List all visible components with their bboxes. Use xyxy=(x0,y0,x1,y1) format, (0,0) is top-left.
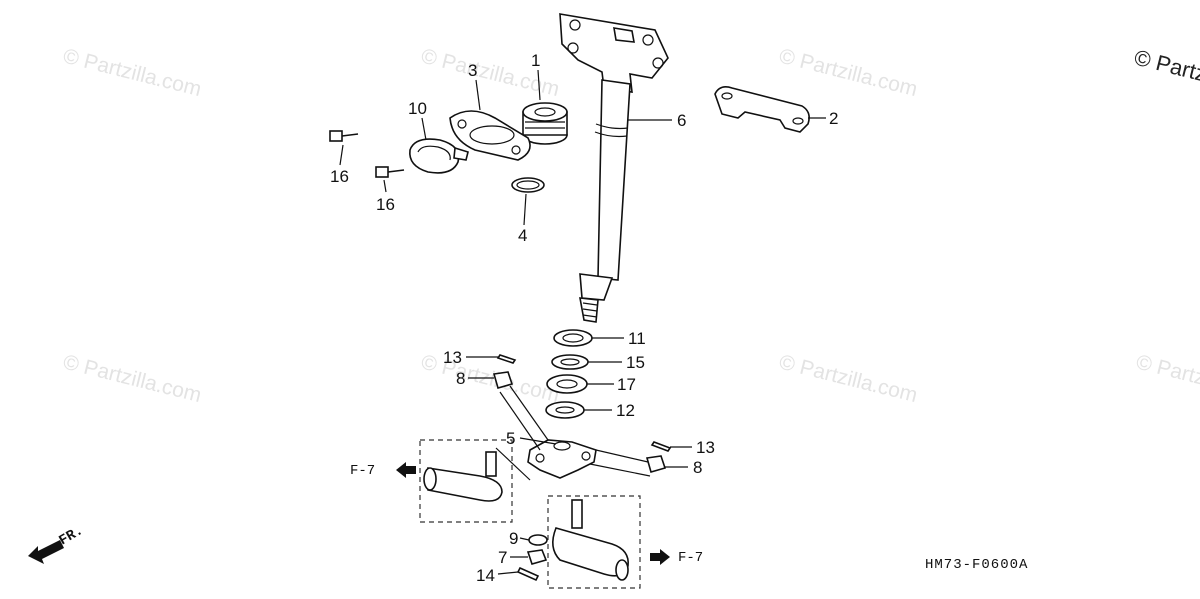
washer-9 xyxy=(528,534,548,546)
ref-label-right: F-7 xyxy=(678,550,703,566)
tie-rod-end-right-box xyxy=(547,495,641,589)
callout-8-right: 8 xyxy=(693,458,702,477)
cotter-pin-14 xyxy=(516,566,540,582)
nut-7 xyxy=(526,549,548,565)
bearing-11 xyxy=(553,329,593,347)
callout-11: 11 xyxy=(628,329,646,348)
callout-10: 10 xyxy=(408,99,427,118)
flange-bolt-1 xyxy=(329,130,359,142)
callout-2: 2 xyxy=(829,109,838,128)
ref-label-left: F-7 xyxy=(350,463,375,479)
watermark-3: © Partzilla.com xyxy=(777,45,920,102)
watermark-6: © Partzilla.com xyxy=(777,351,920,408)
callout-7: 7 xyxy=(498,548,507,567)
callout-16-lower: 16 xyxy=(376,195,395,214)
leader-lines xyxy=(339,69,826,575)
callout-3: 3 xyxy=(468,61,477,80)
callout-4: 4 xyxy=(518,226,527,245)
callout-17: 17 xyxy=(617,375,636,394)
shaft-holder xyxy=(449,110,531,161)
callout-12: 12 xyxy=(616,401,635,420)
copyright-text: © Partzilla.com xyxy=(1132,45,1200,105)
seal-12 xyxy=(545,401,585,419)
ref-arrow-right xyxy=(650,549,670,565)
o-ring xyxy=(511,177,545,193)
lower-bearing-stack xyxy=(545,329,593,419)
callout-13-left: 13 xyxy=(443,348,462,367)
clamp-band xyxy=(409,138,469,174)
cotter-pin-right xyxy=(650,441,672,452)
steering-arm xyxy=(527,439,597,479)
diagram-code: HM73-F0600A xyxy=(925,557,1028,573)
callout-16-upper: 16 xyxy=(330,167,349,186)
tie-rod-end-right xyxy=(552,499,629,581)
ref-arrow-left xyxy=(396,462,416,478)
callout-5: 5 xyxy=(506,429,515,448)
callout-13-right: 13 xyxy=(696,438,715,457)
callout-14: 14 xyxy=(476,566,495,585)
callout-15: 15 xyxy=(626,353,645,372)
callout-1: 1 xyxy=(531,51,540,70)
cotter-pin-left xyxy=(496,354,517,364)
washer-15 xyxy=(551,354,589,370)
watermark-4: © Partzilla.com xyxy=(61,351,204,408)
watermark-1: © Partzilla.com xyxy=(61,45,204,102)
flange-bolt-2 xyxy=(375,166,405,178)
callout-6: 6 xyxy=(677,111,686,130)
tie-rod-end-left xyxy=(423,451,503,502)
bearing-17 xyxy=(546,374,588,394)
watermark-5: © Partzilla.com xyxy=(419,351,562,408)
callout-9: 9 xyxy=(509,529,518,548)
watermark-7: © Partzilla.com xyxy=(1134,351,1200,408)
upper-bracket xyxy=(714,86,810,133)
tie-rod-end-left-box xyxy=(419,439,513,523)
castle-nut-left xyxy=(492,371,514,389)
castle-nut-right xyxy=(645,455,667,473)
steering-shaft xyxy=(559,13,669,323)
bushing xyxy=(522,102,568,145)
callouts: 1 2 3 4 5 6 7 8 8 9 10 11 12 13 13 14 15… xyxy=(330,51,838,585)
front-direction-arrow xyxy=(28,540,64,564)
callout-8-left: 8 xyxy=(456,369,465,388)
